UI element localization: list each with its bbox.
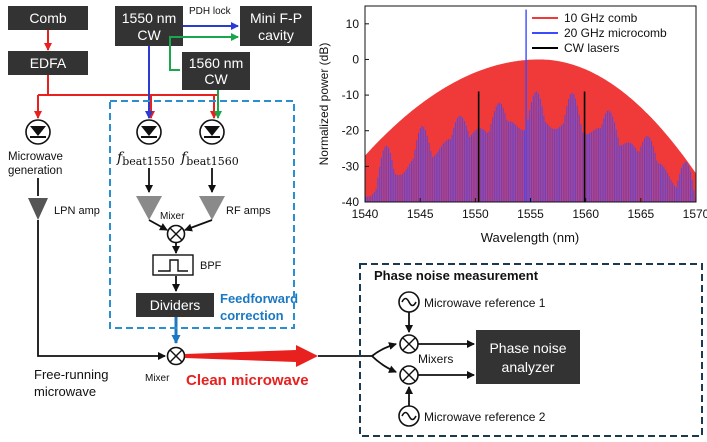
cw1560-line1: 1560 nm (189, 55, 243, 71)
free-running-line1: Free-running (34, 367, 108, 382)
x-axis-label: Wavelength (nm) (481, 230, 580, 245)
green-to-fp (169, 33, 239, 71)
x-tick-label: 1540 (352, 207, 379, 221)
mixer-3-icon (399, 334, 419, 354)
y-tick-label: -10 (342, 88, 360, 102)
clean-microwave-arrow (185, 345, 318, 367)
microwave-gen-line1: Microwave (8, 151, 63, 163)
amp1550-to-mixer (148, 219, 168, 231)
free-running-line2: microwave (34, 384, 96, 399)
feedforward-dashed-box (109, 100, 295, 329)
legend-micro: 20 GHz microcomb (564, 26, 667, 40)
reference-2-label: Microwave reference 2 (424, 410, 546, 424)
x-tick-label: 1560 (572, 207, 599, 221)
fp-line2: cavity (258, 27, 294, 43)
split-lower (371, 355, 397, 373)
feedforward-line1: Feedforward (220, 291, 298, 306)
chart-legend: 10 GHz comb 20 GHz microcomb CW lasers (532, 11, 667, 55)
lpn-amp-icon (28, 198, 48, 220)
reference-1-label: Microwave reference 1 (424, 296, 546, 310)
series-microcomb (365, 9, 696, 202)
mixer-1-icon (166, 224, 186, 244)
cw1550-line1: 1550 nm (122, 10, 176, 26)
microwave-gen-line2: generation (8, 165, 62, 177)
y-tick-label: -40 (342, 195, 360, 209)
comb-label: Comb (29, 10, 67, 26)
photodiode-1550-icon (136, 119, 162, 145)
analyzer-block (476, 330, 580, 384)
pdh-lock-label: PDH lock (189, 6, 232, 17)
y-tick-label: -20 (342, 124, 360, 138)
edfa-label: EDFA (30, 55, 67, 71)
bpf-icon (152, 254, 194, 276)
rf-amp-1560-icon (199, 196, 225, 220)
bpf-label: BPF (200, 260, 222, 272)
y-axis-label: Normalized power (dB) (317, 43, 331, 166)
x-tick-label: 1555 (517, 207, 544, 221)
edfa-block (8, 51, 88, 75)
x-tick-label: 1545 (407, 207, 434, 221)
microwave-source-1-icon (398, 291, 420, 313)
fbeat1550-label: fbeat1550 (116, 150, 175, 168)
clean-microwave-label: Clean microwave (186, 372, 309, 389)
lpn-amp-label: LPN amp (54, 205, 100, 217)
cw1560-block (182, 52, 250, 90)
fbeat1560-label: fbeat1560 (180, 150, 239, 168)
x-tick-label: 1550 (462, 207, 489, 221)
cw1550-line2: CW (137, 27, 161, 43)
legend-comb: 10 GHz comb (564, 11, 638, 25)
rf-amp-1550-icon (136, 196, 162, 220)
y-tick-label: 0 (352, 52, 359, 66)
photodiode-1560-icon (199, 119, 225, 145)
mixer-4-icon (399, 365, 419, 385)
phase-noise-dashed-box (359, 263, 703, 437)
analyzer-line1: Phase noise (489, 340, 566, 356)
cw1560-line2: CW (204, 71, 228, 87)
analyzer-line2: analyzer (502, 359, 555, 375)
microwave-source-2-icon (398, 405, 420, 427)
feedforward-line2: correction (220, 308, 284, 323)
mixers-label: Mixers (418, 352, 453, 366)
lpn-to-mixer-path (37, 220, 166, 360)
x-tick-label: 1570 (683, 207, 707, 221)
fp-line1: Mini F-P (250, 10, 302, 26)
cw1550-block (115, 6, 183, 46)
dividers-block (136, 293, 214, 317)
mixer-2-icon (166, 346, 186, 366)
amp1560-to-mixer (184, 219, 213, 232)
photodiode-left-icon (25, 119, 51, 145)
split-upper (371, 342, 397, 357)
legend-cw: CW lasers (564, 41, 619, 55)
comb-block (8, 6, 88, 30)
mixer-label: Mixer (160, 211, 185, 222)
x-tick-label: 1565 (627, 207, 654, 221)
spectrum-chart: 1540 1545 1550 1555 1560 1565 1570 10 0 -10 -20 -30… (317, 5, 707, 245)
y-tick-label: 10 (346, 17, 360, 31)
mixer-2-label: Mixer (145, 373, 170, 384)
series-comb-area (365, 59, 696, 202)
rf-amps-label: RF amps (226, 205, 271, 217)
fp-cavity-block (240, 6, 312, 46)
y-tick-label: -30 (342, 159, 360, 173)
phase-noise-title: Phase noise measurement (374, 268, 539, 283)
dividers-label: Dividers (150, 297, 201, 313)
